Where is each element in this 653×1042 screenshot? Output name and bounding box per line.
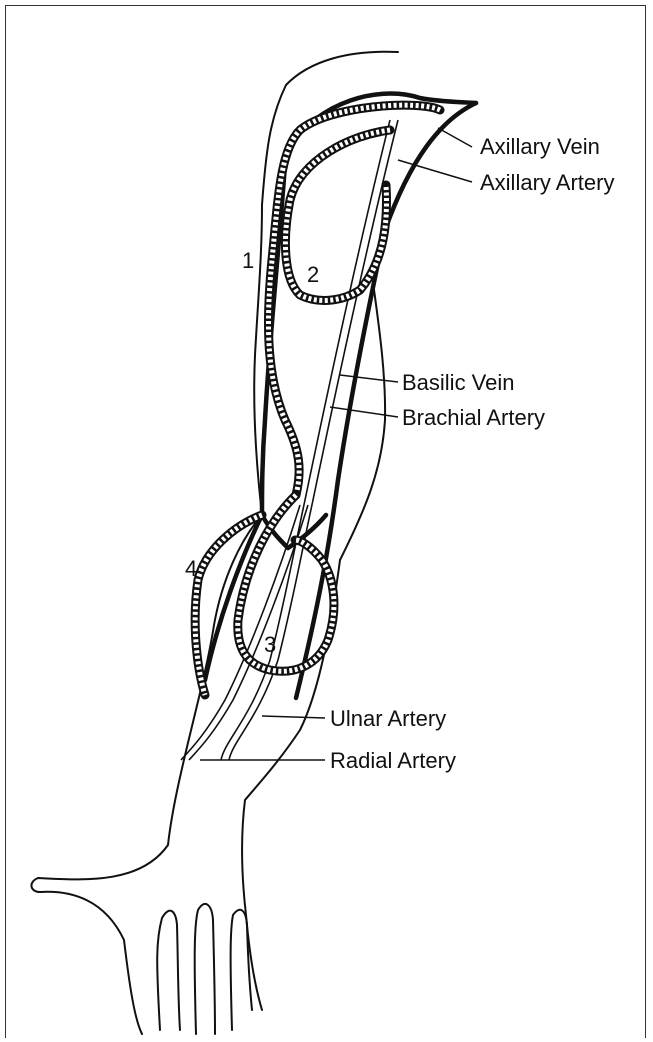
leader-basilic-vein xyxy=(340,375,398,382)
label-axillary-vein: Axillary Vein xyxy=(480,134,600,159)
label-basilic-vein: Basilic Vein xyxy=(402,370,515,395)
leader-ulnar-artery xyxy=(262,716,325,718)
veins xyxy=(205,94,476,698)
finger-3 xyxy=(231,910,252,1030)
region-number-2: 2 xyxy=(307,262,319,287)
arm-outer-edge xyxy=(31,205,262,1034)
region-number-1: 1 xyxy=(242,248,254,273)
label-brachial-artery: Brachial Artery xyxy=(402,405,545,430)
finger-2 xyxy=(195,904,215,1034)
region-number-3: 3 xyxy=(264,632,276,657)
region-number-4: 4 xyxy=(185,556,197,581)
leader-axillary-vein xyxy=(438,128,472,147)
leader-brachial-artery xyxy=(330,407,398,417)
label-axillary-artery: Axillary Artery xyxy=(480,170,614,195)
label-ulnar-artery: Ulnar Artery xyxy=(330,706,446,731)
structure-labels: Axillary Vein Axillary Artery Basilic Ve… xyxy=(330,134,614,773)
label-radial-artery: Radial Artery xyxy=(330,748,456,773)
finger-1 xyxy=(157,911,180,1030)
